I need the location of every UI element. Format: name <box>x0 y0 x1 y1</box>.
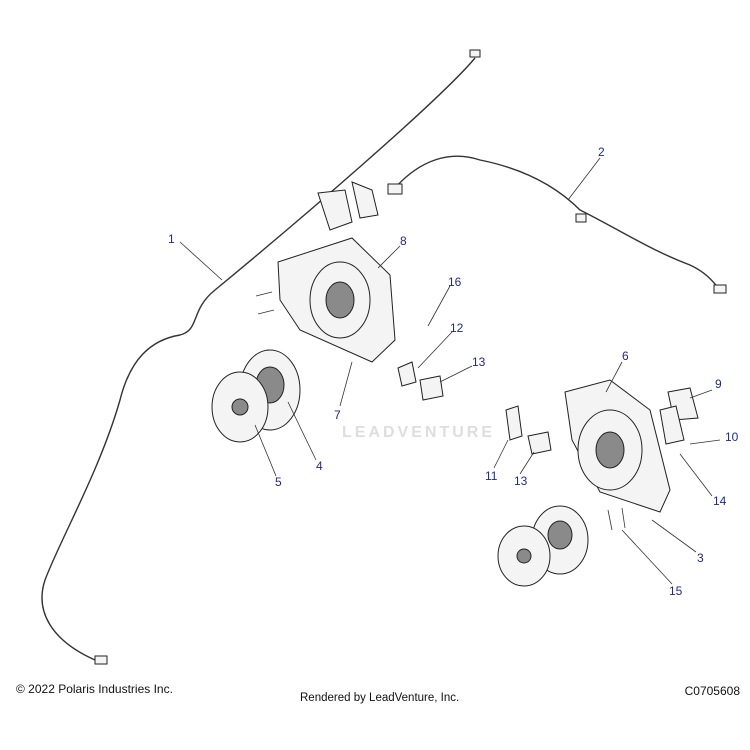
speaker-grille-right <box>497 525 551 587</box>
callout-9: 9 <box>715 377 722 391</box>
copyright-text: © 2022 Polaris Industries Inc. <box>16 682 173 696</box>
callout-4: 4 <box>316 459 323 473</box>
diagram-code: C0705608 <box>684 684 740 698</box>
callout-3: 3 <box>697 551 704 565</box>
speaker-pod-right <box>564 379 671 513</box>
bolts-left <box>255 291 275 315</box>
callout-15: 15 <box>669 584 683 598</box>
watermark-text: LEADVENTURE <box>342 424 496 441</box>
callout-12: 12 <box>450 321 464 335</box>
callout-13a: 13 <box>472 355 486 369</box>
small-brackets-center <box>505 405 552 455</box>
speaker-grille-part-5 <box>211 371 269 443</box>
callout-8: 8 <box>400 234 407 248</box>
harness-part-2 <box>387 155 727 294</box>
callout-13b: 13 <box>514 474 528 488</box>
bolt-part-15 <box>607 507 626 531</box>
callout-11: 11 <box>485 469 498 483</box>
leader-lines <box>179 157 721 585</box>
callout-7: 7 <box>334 408 341 422</box>
rendered-by-text: Rendered by LeadVenture, Inc. <box>300 692 460 704</box>
speaker-pod-left <box>277 237 396 363</box>
callout-14: 14 <box>713 494 727 508</box>
brackets-right <box>659 387 699 445</box>
callout-5: 5 <box>275 475 282 489</box>
callout-6: 6 <box>622 349 629 363</box>
callout-2: 2 <box>598 145 605 159</box>
callout-16: 16 <box>448 275 462 289</box>
callout-1: 1 <box>168 232 175 246</box>
small-brackets-left <box>397 361 444 401</box>
callout-10: 10 <box>725 430 739 444</box>
bracket-top-left <box>317 181 379 231</box>
harness-part-1 <box>41 49 481 665</box>
